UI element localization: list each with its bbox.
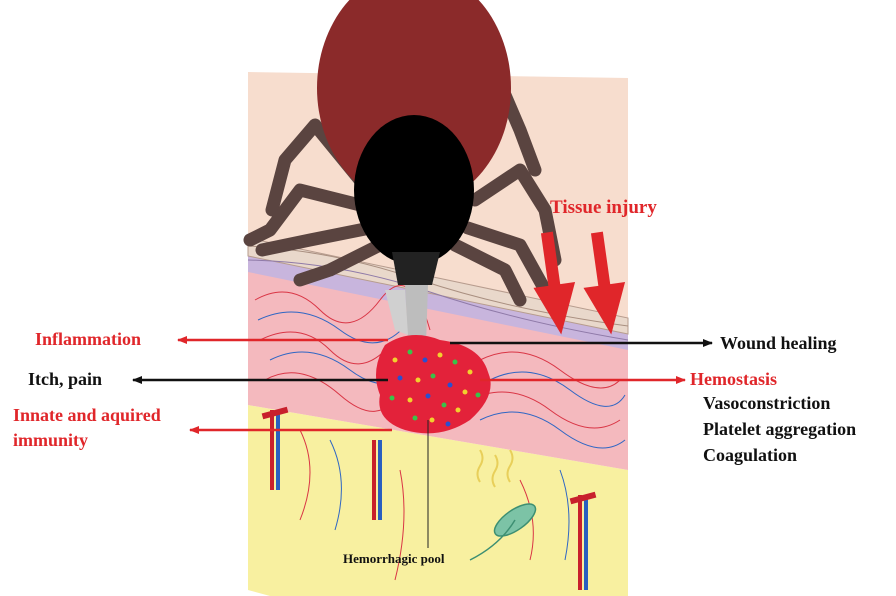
label-tissue-injury: Tissue injury <box>550 197 657 219</box>
label-hemostasis: Hemostasis <box>690 369 777 390</box>
label-inflammation: Inflammation <box>35 329 141 350</box>
tick-mouthparts <box>392 252 440 285</box>
label-coagulation: Coagulation <box>703 445 797 466</box>
tick-scutum <box>354 115 474 265</box>
label-vasoconstriction: Vasoconstriction <box>703 393 830 414</box>
label-platelet-aggregation: Platelet aggregation <box>703 419 856 440</box>
label-wound-healing: Wound healing <box>720 333 837 354</box>
label-immunity-line1: Innate and aquired <box>13 405 161 426</box>
label-immunity-line2: immunity <box>13 430 88 451</box>
label-itch-pain: Itch, pain <box>28 369 102 390</box>
label-hemorrhagic-pool: Hemorrhagic pool <box>343 552 444 567</box>
